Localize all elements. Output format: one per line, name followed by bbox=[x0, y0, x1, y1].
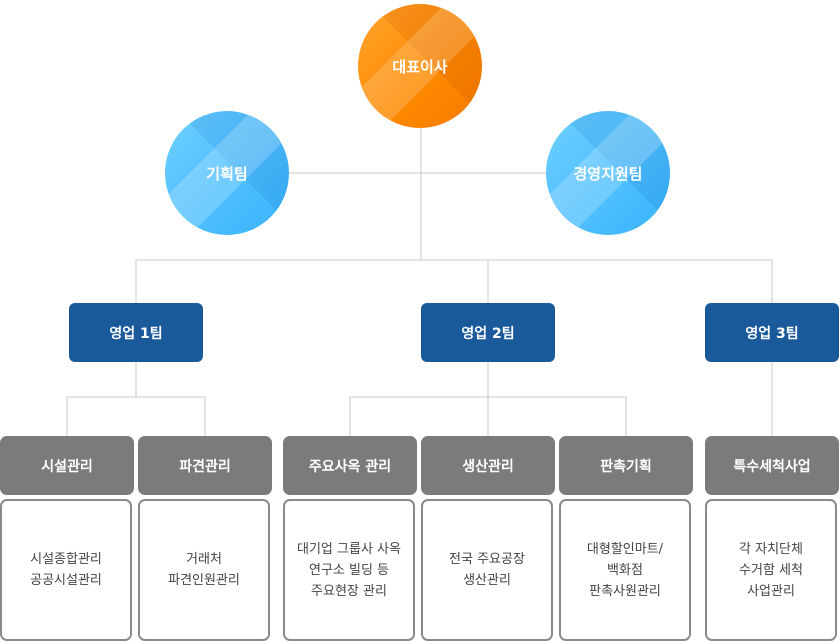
unit-label: 특수세척사업 bbox=[733, 458, 811, 475]
description-line: 생산관리 bbox=[463, 573, 511, 588]
unit-description-box: 각 자치단체 수거함 세척 사업관리 bbox=[705, 499, 837, 641]
description-line: 공공시설관리 bbox=[30, 573, 102, 588]
unit-special-washing: 특수세척사업 bbox=[705, 436, 839, 495]
unit-dispatch-management: 파견관리 bbox=[138, 436, 272, 495]
unit-label: 판촉기획 bbox=[600, 458, 652, 475]
description-line: 거래처 bbox=[186, 552, 222, 567]
planning-team-node: 기획팀 bbox=[165, 111, 289, 235]
description-line: 시설종합관리 bbox=[30, 552, 102, 567]
unit-label: 주요사옥 관리 bbox=[308, 458, 392, 475]
description-line: 백화점 bbox=[607, 562, 643, 578]
unit-description-box: 대형할인마트/ 백화점 판촉사원관리 bbox=[559, 499, 691, 641]
description-line: 수거함 세척 bbox=[739, 562, 803, 578]
sales-team-1-label: 영업 1팀 bbox=[109, 325, 163, 342]
sales-team-2-node: 영업 2팀 bbox=[421, 303, 555, 362]
sales-team-2-label: 영업 2팀 bbox=[461, 325, 515, 342]
description-line: 파견인원관리 bbox=[168, 573, 240, 588]
unit-description-box: 대기업 그룹사 사옥 연구소 빌딩 등 주요현장 관리 bbox=[283, 499, 415, 641]
unit-description-box: 시설종합관리 공공시설관리 bbox=[0, 499, 132, 641]
unit-facility-management: 시설관리 bbox=[0, 436, 134, 495]
unit-production-management: 생산관리 bbox=[421, 436, 555, 495]
sales-team-3-node: 영업 3팀 bbox=[705, 303, 839, 362]
management-support-team-label: 경영지원팀 bbox=[573, 164, 643, 183]
unit-headquarters-management: 주요사옥 관리 bbox=[283, 436, 417, 495]
unit-label: 시설관리 bbox=[41, 458, 93, 475]
description-line: 판촉사원관리 bbox=[589, 583, 661, 599]
unit-label: 생산관리 bbox=[462, 458, 514, 475]
unit-description-box: 거래처 파견인원관리 bbox=[138, 499, 270, 641]
description-line: 전국 주요공장 bbox=[449, 552, 525, 567]
ceo-node: 대표이사 bbox=[358, 4, 482, 128]
description-line: 대기업 그룹사 사옥 bbox=[297, 541, 401, 557]
description-line: 각 자치단체 bbox=[739, 541, 803, 557]
planning-team-label: 기획팀 bbox=[206, 164, 248, 183]
management-support-team-node: 경영지원팀 bbox=[546, 111, 670, 235]
description-line: 주요현장 관리 bbox=[311, 583, 387, 599]
unit-promotion-planning: 판촉기획 bbox=[559, 436, 693, 495]
description-line: 대형할인마트/ bbox=[586, 541, 664, 557]
description-line: 사업관리 bbox=[747, 583, 795, 599]
unit-label: 파견관리 bbox=[179, 458, 231, 475]
description-line: 연구소 빌딩 등 bbox=[308, 562, 390, 578]
ceo-label: 대표이사 bbox=[392, 57, 448, 76]
sales-team-3-label: 영업 3팀 bbox=[745, 325, 799, 342]
unit-description-box: 전국 주요공장 생산관리 bbox=[421, 499, 553, 641]
sales-team-1-node: 영업 1팀 bbox=[69, 303, 203, 362]
